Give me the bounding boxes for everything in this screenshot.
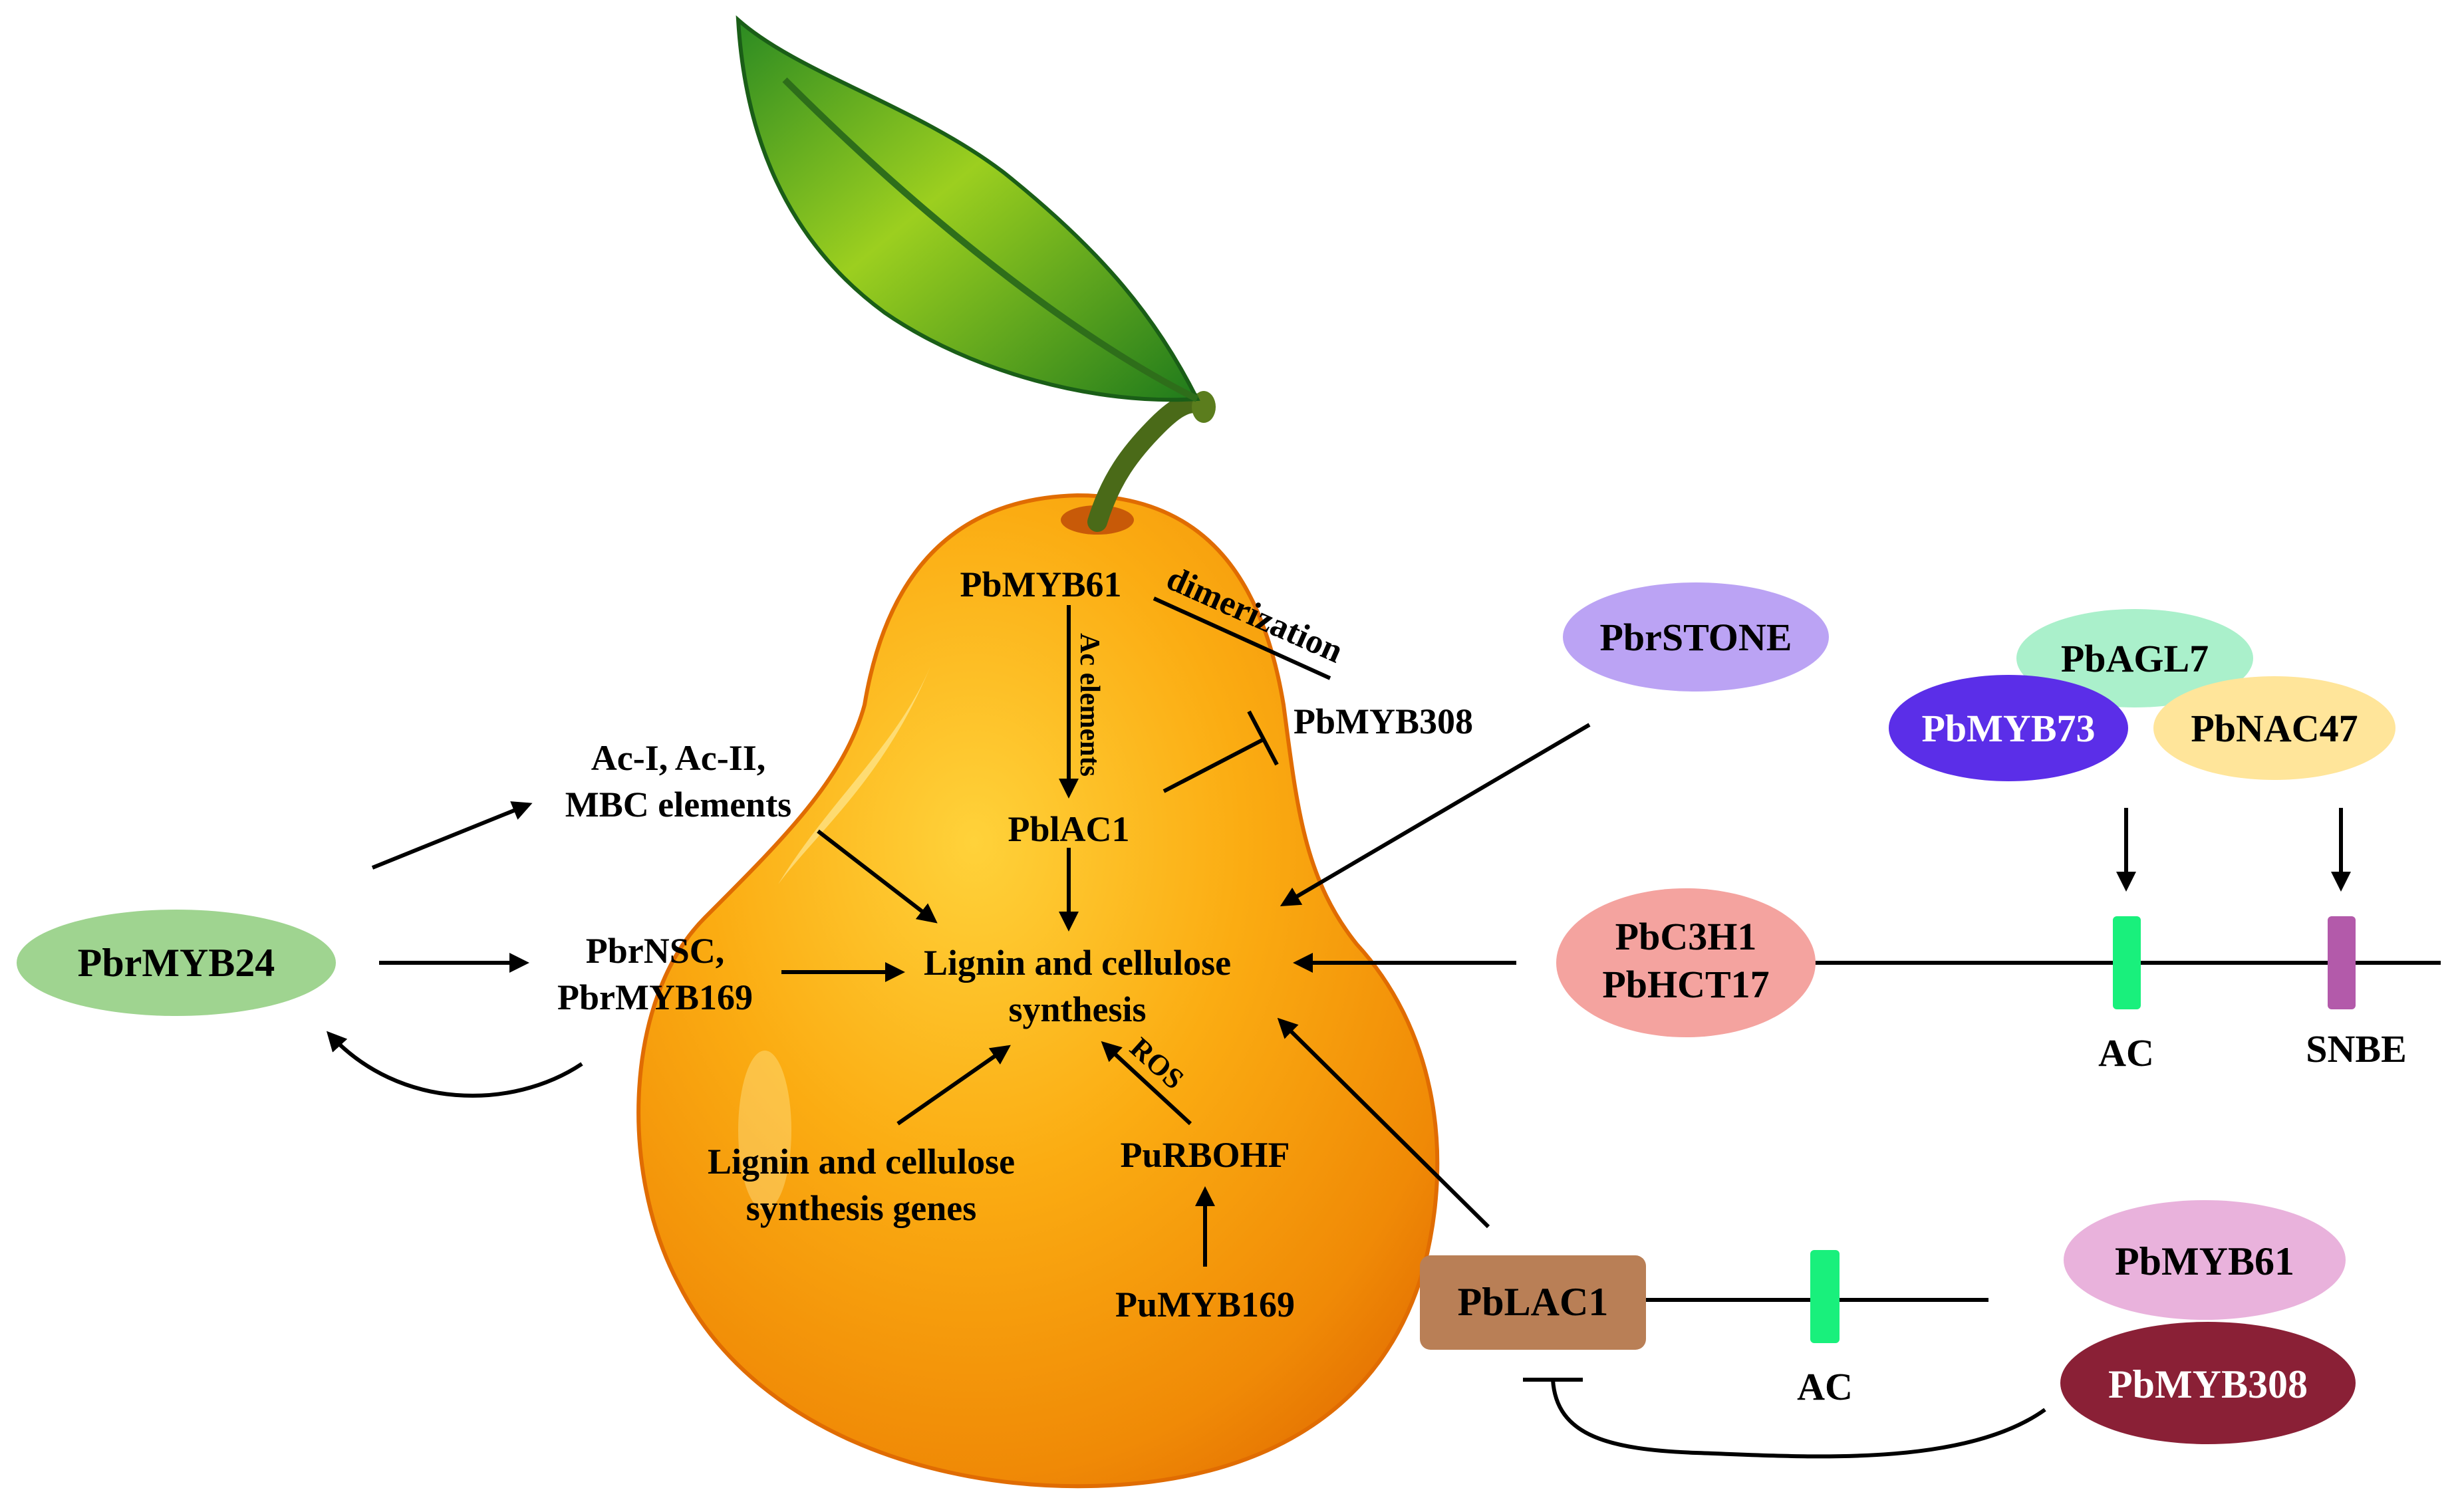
pbc3h1-line2: PbHCT17: [1602, 963, 1769, 1006]
arrow-pblac1-box-to-lignin: [1277, 1017, 1490, 1229]
pbagl7-node: [2016, 609, 2253, 707]
ac-elements-line2: MBC elements: [565, 785, 791, 824]
arrow-purbohf-to-lignin: [1101, 1041, 1192, 1126]
pbmyb308-node-label: PbMYB308: [2108, 1362, 2308, 1406]
arrow-ac-elements-to-lignin: [817, 829, 938, 924]
inhibit-pblac1-to-pbmyb308: [1162, 737, 1265, 793]
pbrstone-label: PbrSTONE: [1599, 616, 1792, 659]
ac-lower-label: AC: [1797, 1365, 1853, 1408]
pbrmyb24-label: PbrMYB24: [78, 941, 275, 985]
pbmyb308-label: PbMYB308: [1294, 701, 1473, 741]
lignin-synthesis-line1: Lignin and cellulose: [924, 943, 1231, 983]
pbagl7-label: PbAGL7: [2061, 637, 2209, 680]
ac-element-lower: [1810, 1250, 1840, 1343]
pblac1-box-label: PbLAC1: [1458, 1280, 1609, 1324]
pblac1-box: [1420, 1255, 1646, 1350]
pbmyb61-label: PbMYB61: [960, 565, 1122, 604]
pbc3h1-line1: PbC3H1: [1615, 915, 1757, 958]
dimerization-line: [1153, 596, 1331, 680]
inhibit-pbmyb308-to-pblac1: [1551, 1379, 2046, 1459]
pbrstone-node: [1563, 582, 1829, 692]
pbmyb61-node-label: PbMYB61: [2115, 1239, 2294, 1283]
pbnac47-node: [2153, 676, 2395, 780]
arrow-pbrmyb24-to-ac-elements: [371, 801, 533, 870]
ac-elements-line1: Ac-I, Ac-II,: [591, 738, 765, 778]
stem-icon: [1087, 393, 1214, 532]
pbrnsc-line2: PbrMYB169: [557, 977, 753, 1017]
arrow-genes-to-lignin: [896, 1045, 1011, 1126]
pbmyb73-label: PbMYB73: [1922, 707, 2096, 750]
pbrnsc-line1: PbrNSC,: [586, 931, 725, 971]
pbnac47-label: PbNAC47: [2191, 707, 2358, 750]
feedback-arrow-pbrnsc-to-pbrmyb24: [326, 1031, 583, 1098]
ac-elements-label: Ac elements: [1074, 633, 1105, 777]
pblac1-label: PblAC1: [1008, 809, 1129, 849]
ac-upper-label: AC: [2098, 1031, 2154, 1074]
pbc3h1-node: [1556, 888, 1816, 1037]
pear-icon: [636, 493, 1440, 1489]
pumyb169-label: PuMYB169: [1115, 1285, 1295, 1324]
genes-line2: synthesis genes: [746, 1188, 977, 1228]
inhibit-bar-pbmyb308: [1247, 710, 1279, 766]
snbe-label: SNBE: [2306, 1027, 2407, 1071]
leaf-icon: [736, 15, 1200, 402]
lignin-synthesis-line2: synthesis: [1008, 989, 1146, 1029]
ac-element-upper: [2113, 916, 2141, 1009]
pbmyb73-node: [1889, 675, 2128, 781]
purbohf-label: PuRBOHF: [1120, 1135, 1290, 1175]
pbrmyb24-node: [17, 910, 336, 1016]
pbmyb308-node: [2060, 1322, 2356, 1444]
pbmyb61-node: [2064, 1200, 2346, 1320]
snbe-element: [2328, 916, 2356, 1009]
genes-line1: Lignin and cellulose: [708, 1142, 1015, 1182]
arrow-pbrstone-to-lignin: [1280, 723, 1591, 907]
